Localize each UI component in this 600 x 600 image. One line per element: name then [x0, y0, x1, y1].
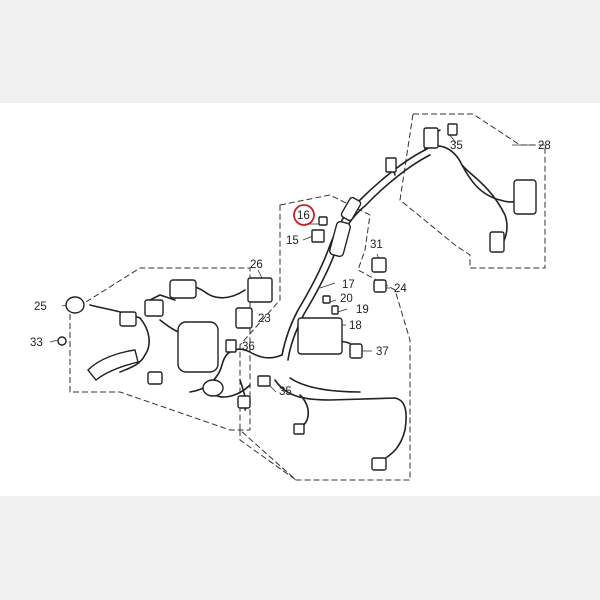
callout-19: 19	[356, 304, 369, 316]
callout-18: 18	[349, 320, 362, 332]
sleeve-lower-left	[87, 349, 139, 381]
connector-upper-right	[423, 127, 439, 149]
callout-36: 36	[242, 341, 255, 353]
callout-37: 37	[376, 346, 389, 358]
callout-16: 16	[297, 210, 310, 222]
clamp-left	[202, 379, 224, 397]
outline-left-group	[69, 267, 251, 431]
callout-33: 33	[30, 337, 43, 349]
connector-left-e	[237, 395, 251, 409]
fuse-box	[297, 317, 343, 355]
connector-left-b	[144, 299, 164, 317]
callout-15: 15	[286, 235, 299, 247]
callout-31: 31	[370, 239, 383, 251]
part-16	[318, 216, 328, 226]
part-33	[57, 336, 67, 346]
part-25	[65, 296, 85, 314]
leader-lines	[49, 134, 533, 393]
group-outlines	[69, 113, 546, 481]
callout-24: 24	[394, 283, 407, 295]
sleeve-upper	[340, 196, 362, 222]
callout-35-top: 35	[450, 140, 463, 152]
part-24	[373, 279, 387, 293]
part-20	[322, 295, 331, 304]
connector-bottom-right	[371, 457, 387, 471]
connector-left-d	[147, 371, 163, 385]
part-19	[331, 305, 339, 315]
part-31	[371, 257, 387, 273]
connector-left-a	[169, 279, 197, 299]
part-15	[311, 229, 325, 243]
connector-35-top	[447, 123, 458, 136]
callout-17: 17	[342, 279, 355, 291]
outline-center-group	[239, 194, 411, 481]
callout-26: 26	[250, 259, 263, 271]
part-36	[225, 339, 237, 353]
components	[57, 123, 537, 471]
callout-28: 28	[538, 140, 551, 152]
callout-labels: 28 35 16 15 31 24 26 17 20 19 18 25 23 3…	[30, 140, 551, 398]
part-35-bottom	[257, 375, 271, 387]
connector-left-c	[119, 311, 137, 327]
part-26	[247, 277, 273, 303]
connector-bottom	[293, 423, 305, 435]
callout-20: 20	[340, 293, 353, 305]
callout-23: 23	[258, 313, 271, 325]
relay-block-right	[513, 179, 537, 215]
outline-right-group	[399, 113, 546, 269]
highlight-ring-16	[293, 204, 315, 226]
callout-25: 25	[34, 301, 47, 313]
main-harness	[89, 129, 531, 463]
regulator	[177, 321, 219, 373]
outline-bottom-group	[239, 430, 297, 481]
part-23	[235, 307, 253, 329]
part-37	[349, 343, 363, 359]
clip-trunk	[385, 157, 397, 173]
switch-right	[489, 231, 505, 253]
sleeve-center	[329, 220, 351, 258]
callout-35-bottom: 35	[279, 386, 292, 398]
